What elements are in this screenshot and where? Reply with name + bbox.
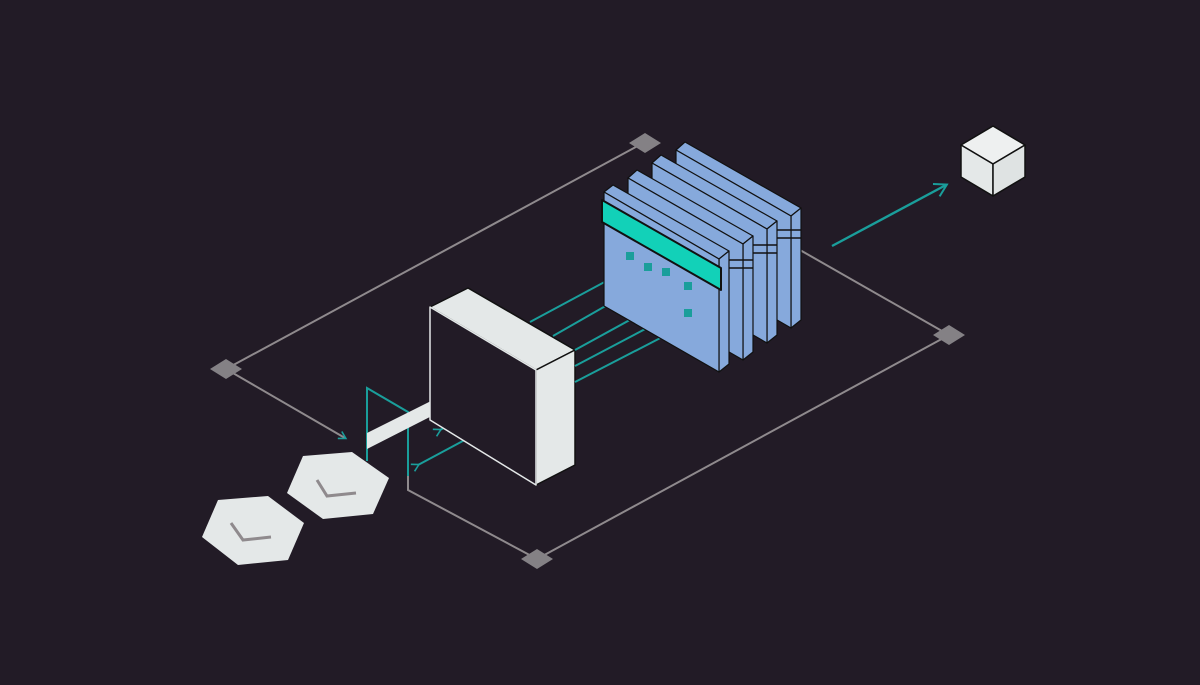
cube-icon (960, 125, 1026, 197)
endpoint-1 (626, 252, 634, 260)
corner-marker-top (629, 133, 661, 153)
corner-marker-right (933, 325, 965, 345)
highlight-band (601, 199, 722, 291)
output-arrow (831, 183, 949, 248)
frame-edge-top-right (799, 249, 950, 336)
endpoint-3 (662, 268, 670, 276)
aperture-frame (366, 386, 409, 476)
check-mark-1 (229, 522, 272, 542)
cube-right (992, 144, 1026, 197)
endpoint-2 (644, 263, 652, 271)
block-front-face (429, 306, 537, 486)
corner-markers (210, 133, 965, 569)
endpoint-5 (684, 309, 692, 317)
connection-endpoints (626, 252, 692, 317)
layer-stack (601, 141, 802, 373)
input-hexagon-2 (287, 452, 389, 519)
hexagon-check-icon (202, 452, 389, 565)
frame-edge-top-left (225, 141, 646, 370)
corner-marker-left (210, 359, 242, 379)
block-right-face (535, 349, 576, 486)
endpoint-4 (684, 282, 692, 290)
check-mark-2 (315, 479, 357, 498)
frame-edge-bottom-right (536, 334, 950, 560)
processing-block (429, 287, 576, 486)
layer-1 (601, 184, 730, 373)
corner-marker-bottom (521, 549, 553, 569)
input-hexagon-1 (202, 496, 304, 565)
frame-entry-arrow (225, 368, 348, 440)
